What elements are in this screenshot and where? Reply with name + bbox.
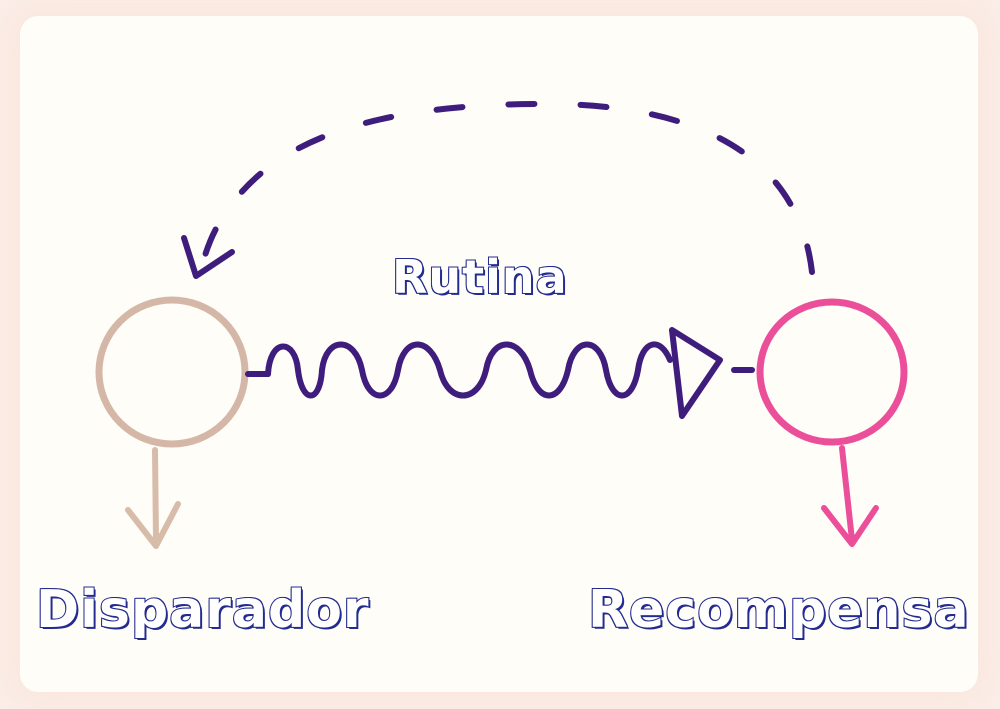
reward-label: Recompensa [587,580,970,640]
trigger-down-arrow-icon [125,501,181,549]
trigger-circle-icon [95,296,249,448]
feedback-arrow [181,100,815,279]
trigger-label: Disparador [35,580,370,640]
reward-down-arrow-icon [821,505,879,547]
diagram-card [20,16,978,692]
feedback-arrowhead-icon [181,235,235,279]
routine-label: Rutina [391,250,568,304]
routine-arrowhead-icon [669,327,723,419]
reward-circle-icon [756,298,908,446]
reward-node [756,298,908,547]
reward-down-arrow-shaft [839,445,855,543]
routine-wave-arrow [245,327,755,419]
trigger-down-arrow-shaft [152,447,159,543]
trigger-node [95,296,249,549]
